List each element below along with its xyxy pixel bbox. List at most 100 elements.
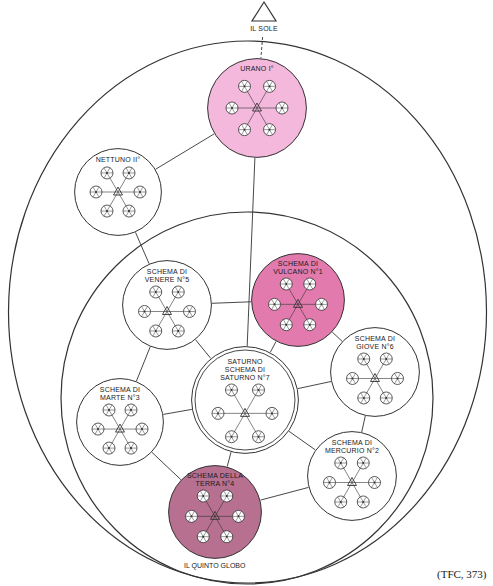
rosette-spoke: [338, 458, 341, 463]
scheme-circle: SCHEMA DI VENERE N°5: [122, 260, 212, 350]
rosette-circle: [239, 80, 251, 92]
rosette-core: [202, 495, 204, 497]
rosette-core: [363, 358, 365, 360]
rosette-spoke: [229, 437, 232, 442]
rosette-spoke: [184, 311, 190, 312]
rosette-spoke: [229, 432, 232, 437]
rosette-spoke: [361, 398, 364, 403]
rosette-spoke: [175, 287, 178, 292]
rosette-spoke: [226, 389, 232, 390]
rosette-spoke: [360, 502, 363, 507]
rosette-spoke: [218, 413, 221, 418]
rosette-spoke: [150, 291, 156, 292]
rosette-spoke: [398, 373, 401, 378]
rosette-spoke: [364, 354, 367, 359]
rosette-circle: [221, 531, 233, 543]
rosette-spoke: [192, 516, 198, 517]
rosette-spoke: [259, 385, 262, 390]
rosette-core: [128, 210, 130, 212]
rosette-spoke: [145, 311, 151, 312]
rosette-spoke: [341, 501, 347, 502]
rosette-spoke: [316, 304, 322, 305]
link-line: [332, 332, 342, 341]
rosette-spoke: [175, 331, 178, 336]
rosette-spoke: [283, 284, 286, 289]
rosette-spoke: [106, 443, 109, 448]
rosette-core: [202, 536, 204, 538]
rosette-core: [155, 330, 157, 332]
rosette-core: [309, 324, 311, 326]
rosette-core: [130, 409, 132, 411]
rosette-spoke: [363, 462, 369, 463]
rosette-spoke: [221, 536, 227, 537]
rosette-spoke: [239, 129, 245, 130]
rosette-spoke: [106, 410, 109, 415]
rosette-spoke: [153, 326, 156, 331]
rosette-spoke: [200, 491, 203, 496]
rosette-spoke: [341, 502, 344, 507]
rosette-spoke: [322, 304, 328, 305]
rosette-core: [340, 462, 342, 464]
rosette-core: [362, 501, 364, 503]
rosette-spoke: [242, 81, 245, 86]
rosette-spoke: [386, 397, 392, 398]
rosette-spoke: [212, 413, 218, 414]
rosette-spoke: [350, 373, 353, 378]
rosette-core: [106, 210, 108, 212]
center-triangle: [371, 373, 380, 381]
rosette-spoke: [106, 448, 109, 453]
text-holder: URANO I°: [207, 65, 307, 73]
rosette-spoke: [125, 409, 131, 410]
rosette-spoke: [109, 410, 112, 415]
rosette-spoke: [245, 129, 251, 130]
rosette-spoke: [221, 495, 227, 496]
rosette-spoke: [279, 103, 282, 108]
rosette-spoke: [330, 482, 336, 483]
rosette-core: [155, 291, 157, 293]
rosette-spoke: [218, 413, 224, 414]
rosette-circle: [226, 102, 238, 114]
rosette-spoke: [203, 495, 209, 496]
rosette-spoke: [145, 311, 148, 316]
rosette-core: [141, 428, 143, 430]
rosette-core: [108, 409, 110, 411]
rosette-core: [269, 85, 271, 87]
outer-oval: [9, 41, 487, 583]
circle-border: [123, 261, 212, 350]
rosette-spoke: [353, 373, 356, 378]
rosette-spoke: [232, 437, 235, 442]
rosette-spoke: [286, 279, 289, 284]
rosette-spoke: [142, 306, 145, 311]
rosette-spoke: [104, 168, 107, 173]
rosette-spoke: [280, 283, 286, 284]
rosette-spoke: [107, 173, 110, 178]
rosette-spoke: [363, 463, 366, 468]
rosette-core: [139, 191, 141, 193]
rosette-spoke: [286, 283, 292, 284]
rosette-spoke: [129, 206, 132, 211]
rosette-core: [144, 310, 146, 312]
rosette-spoke: [103, 409, 109, 410]
link-line: [136, 232, 150, 263]
circle-border: [331, 328, 420, 417]
link-line: [270, 342, 276, 353]
rosette-circle: [357, 496, 369, 508]
rosette-spoke: [398, 378, 404, 379]
rosette-spoke: [93, 187, 96, 192]
source-caption: (TFC, 373): [437, 568, 487, 580]
rosette-core: [177, 291, 179, 293]
rosette-spoke: [178, 291, 184, 292]
text-holder: SCHEMA DI MERCURIO N°2: [307, 439, 397, 455]
rosette-spoke: [109, 448, 112, 453]
link-line: [156, 134, 215, 169]
rosette-spoke: [245, 86, 248, 91]
rosette-core: [269, 129, 271, 131]
rosette-circle: [380, 353, 392, 365]
rosette-spoke: [269, 304, 275, 305]
rosette-circle: [150, 286, 162, 298]
rosette-core: [106, 172, 108, 174]
rosette-core: [177, 330, 179, 332]
link-line: [261, 487, 309, 500]
rosette-circle: [266, 407, 278, 419]
